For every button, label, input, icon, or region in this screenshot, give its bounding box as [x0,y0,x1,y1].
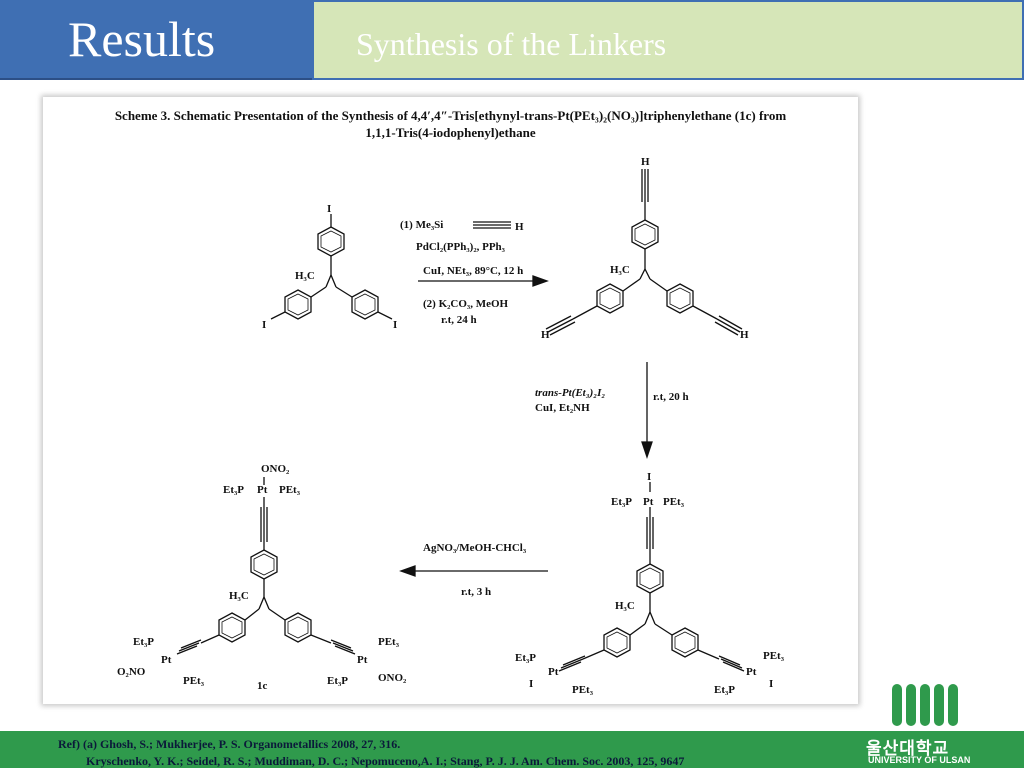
pt-label-top: Pt [643,496,654,508]
pet3-left-top: Et₃P [611,496,632,508]
step3-condition: r.t, 3 h [461,586,491,598]
nitrate-label-1c-l: O₂NO [117,666,146,678]
pt-label-bl: Pt [548,666,559,678]
methyl-label-sm: H₃C [295,270,315,282]
pet3-left-1c-l: Et₃P [133,636,154,648]
footer-bar [0,731,1024,768]
university-logo-icon [892,684,958,726]
methyl-label-te: H₃C [610,264,630,276]
step1-reagent4: (2) K₂CO₃, MeOH [423,298,509,310]
page-title: Results [68,11,216,67]
iodo-label-bl: I [529,678,533,690]
pet3-left-1c-r: Et₃P [327,675,348,687]
step1-reagent5: r.t, 24 h [441,314,477,326]
hydrogen-label-right: H [740,329,749,341]
pt-label-1c-r: Pt [357,654,368,666]
header-subtitle-box: Synthesis of the Linkers [312,0,1024,80]
methyl-label-1c: H₃C [229,590,249,602]
scheme-caption-line1: Scheme 3. Schematic Presentation of the … [114,108,787,123]
step1-reagent2: PdCl₂(PPh₃)₂, PPh₃ [416,241,506,253]
iodo-label-right: I [393,319,397,331]
pet3-right-1c-l: PEt₃ [183,675,205,687]
scheme-caption-line2: 1,1,1-Tris(4-iodophenyl)ethane [365,125,536,140]
pet3-right-bl: PEt₃ [572,684,594,696]
iodo-label-top: I [327,203,331,215]
step3-reagent: AgNO₃/MeOH-CHCl₃ [423,542,527,554]
triiodo-starting-material [270,214,393,320]
hydrogen-label-top: H [641,156,650,168]
step2-reagent2: CuI, Et₂NH [535,402,590,414]
step2-reagent1: trans-Pt(Et₃)₂I₂ [535,387,605,399]
compound-label-1c: 1c [257,680,268,692]
header-title-box: Results [0,0,312,80]
iodo-label-left: I [262,319,266,331]
university-name-korean: 울산대학교 [866,739,950,759]
pet3-right-1c-r: PEt₃ [378,636,400,648]
iodo-label-pt-top: I [647,471,651,483]
final-product-1c [176,477,356,655]
reaction-scheme-diagram: I I I H₃C (1) Me₃Si H PdCl₂(PPh₃)₂, PPh₃… [117,156,785,696]
pt-label-br: Pt [746,666,757,678]
nitrate-label-1c-r: ONO₂ [378,672,407,684]
university-name-english: UNIVERSITY OF ULSAN [868,755,971,765]
pet3-left-br: Et₃P [714,684,735,696]
scheme-panel: Scheme 3. Schematic Presentation of the … [43,97,858,704]
step1-reagent1: (1) Me₃Si [400,219,443,231]
nitrate-label-top: ONO₂ [261,463,290,475]
reference-line-1: Ref) (a) Ghosh, S.; Mukherjee, P. S. Org… [58,737,401,751]
pet3-left-bl: Et₃P [515,652,536,664]
step2-condition: r.t, 20 h [653,391,689,403]
pet3-left-1c-top: Et₃P [223,484,244,496]
tris-ethynyl-intermediate [545,169,743,336]
pt-label-1c-l: Pt [161,654,172,666]
step1-reagent3: CuI, NEt₃, 89°C, 12 h [423,265,523,277]
page-subtitle: Synthesis of the Linkers [356,26,667,62]
pet3-right-1c-top: PEt₃ [279,484,301,496]
scheme-caption: Scheme 3. Schematic Presentation of the … [43,107,858,141]
pet3-right-br: PEt₃ [763,650,785,662]
methyl-label-pti: H₃C [615,600,635,612]
hydrogen-label-left: H [541,329,550,341]
tris-pt-iodo-intermediate [558,482,745,672]
step1-reagent1-h: H [515,221,524,233]
reference-line-2: Kryschenko, Y. K.; Seidel, R. S.; Muddim… [86,754,685,768]
iodo-label-br: I [769,678,773,690]
pt-label-1c-top: Pt [257,484,268,496]
pet3-right-top: PEt₃ [663,496,685,508]
